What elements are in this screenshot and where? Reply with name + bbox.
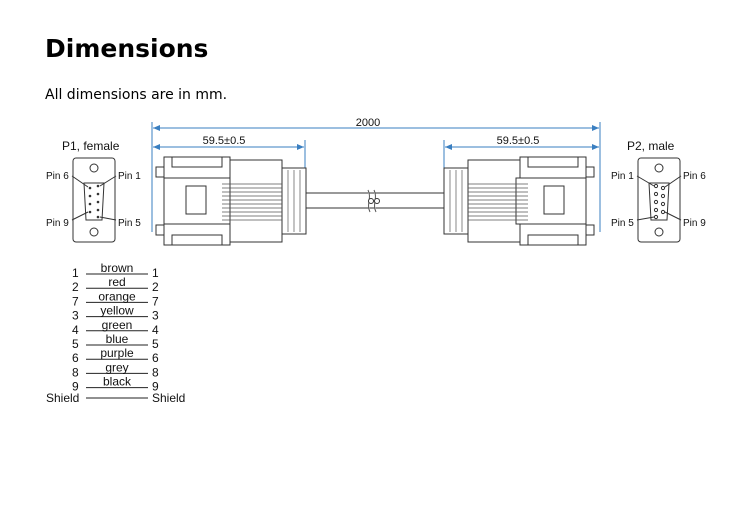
p2-pin-1-label: Pin 1 bbox=[611, 171, 634, 182]
p1-pin-1-label: Pin 1 bbox=[118, 171, 141, 182]
wiring-right-pin: 3 bbox=[152, 309, 159, 323]
wiring-right-pin: 5 bbox=[152, 337, 159, 351]
wiring-row: 7 orange 7 bbox=[72, 289, 159, 308]
page-subtitle: All dimensions are in mm. bbox=[45, 87, 228, 103]
left-connector-length-label: 59.5±0.5 bbox=[203, 135, 246, 147]
wiring-left-pin: 9 bbox=[72, 380, 79, 394]
wiring-color-label: red bbox=[108, 275, 125, 289]
wiring-left-pin: 1 bbox=[72, 266, 79, 280]
p1-pin-5-label: Pin 5 bbox=[118, 218, 141, 229]
p2-pin-6-label: Pin 6 bbox=[683, 171, 706, 182]
p2-label: P2, male bbox=[627, 139, 675, 153]
wiring-color-label: grey bbox=[105, 360, 128, 374]
wiring-right-pin: 2 bbox=[152, 280, 159, 294]
p2-pin-9-label: Pin 9 bbox=[683, 218, 706, 229]
wiring-color-label: black bbox=[103, 375, 132, 389]
wiring-left-pin: 8 bbox=[72, 365, 79, 379]
p1-pin-6-label: Pin 6 bbox=[46, 171, 69, 182]
wiring-right-pin: 9 bbox=[152, 380, 159, 394]
p2-connector-face bbox=[636, 157, 682, 243]
wiring-row: 8 grey 8 bbox=[72, 360, 159, 379]
shield-row: Shield Shield bbox=[46, 391, 185, 405]
wiring-color-label: yellow bbox=[100, 304, 134, 318]
wiring-color-label: orange bbox=[98, 289, 136, 303]
wiring-left-pin: 7 bbox=[72, 294, 79, 308]
shield-right-label: Shield bbox=[152, 391, 185, 405]
wiring-right-pin: 7 bbox=[152, 294, 159, 308]
wiring-row: 5 blue 5 bbox=[72, 332, 159, 351]
wiring-right-pin: 4 bbox=[152, 323, 159, 337]
right-connector-length-label: 59.5±0.5 bbox=[497, 135, 540, 147]
p1-pin-9-label: Pin 9 bbox=[46, 218, 69, 229]
wiring-color-label: blue bbox=[106, 332, 129, 346]
wiring-row: 3 yellow 3 bbox=[72, 304, 159, 323]
wiring-left-pin: 6 bbox=[72, 351, 79, 365]
p1-connector-face bbox=[71, 157, 117, 243]
wiring-left-pin: 5 bbox=[72, 337, 79, 351]
wiring-row: 9 black 9 bbox=[72, 375, 159, 394]
wiring-right-pin: 1 bbox=[152, 266, 159, 280]
wiring-left-pin: 4 bbox=[72, 323, 79, 337]
wiring-left-pin: 2 bbox=[72, 280, 79, 294]
wiring-right-pin: 6 bbox=[152, 351, 159, 365]
wiring-row: 6 purple 6 bbox=[72, 346, 159, 365]
wiring-color-label: green bbox=[102, 318, 133, 332]
p2-pin-5-label: Pin 5 bbox=[611, 218, 634, 229]
wiring-row: 1 brown 1 bbox=[72, 261, 159, 280]
p1-label: P1, female bbox=[62, 139, 120, 153]
wiring-row: 4 green 4 bbox=[72, 318, 159, 337]
wiring-color-label: brown bbox=[101, 261, 134, 275]
wiring-color-label: purple bbox=[100, 346, 134, 360]
dimension-lines bbox=[151, 122, 601, 232]
wiring-row: 2 red 2 bbox=[72, 275, 159, 294]
overall-length-label: 2000 bbox=[356, 117, 380, 129]
page-title: Dimensions bbox=[45, 34, 209, 63]
cable-drawing bbox=[155, 156, 595, 246]
wiring-right-pin: 8 bbox=[152, 365, 159, 379]
shield-left-label: Shield bbox=[46, 391, 79, 405]
wiring-left-pin: 3 bbox=[72, 309, 79, 323]
